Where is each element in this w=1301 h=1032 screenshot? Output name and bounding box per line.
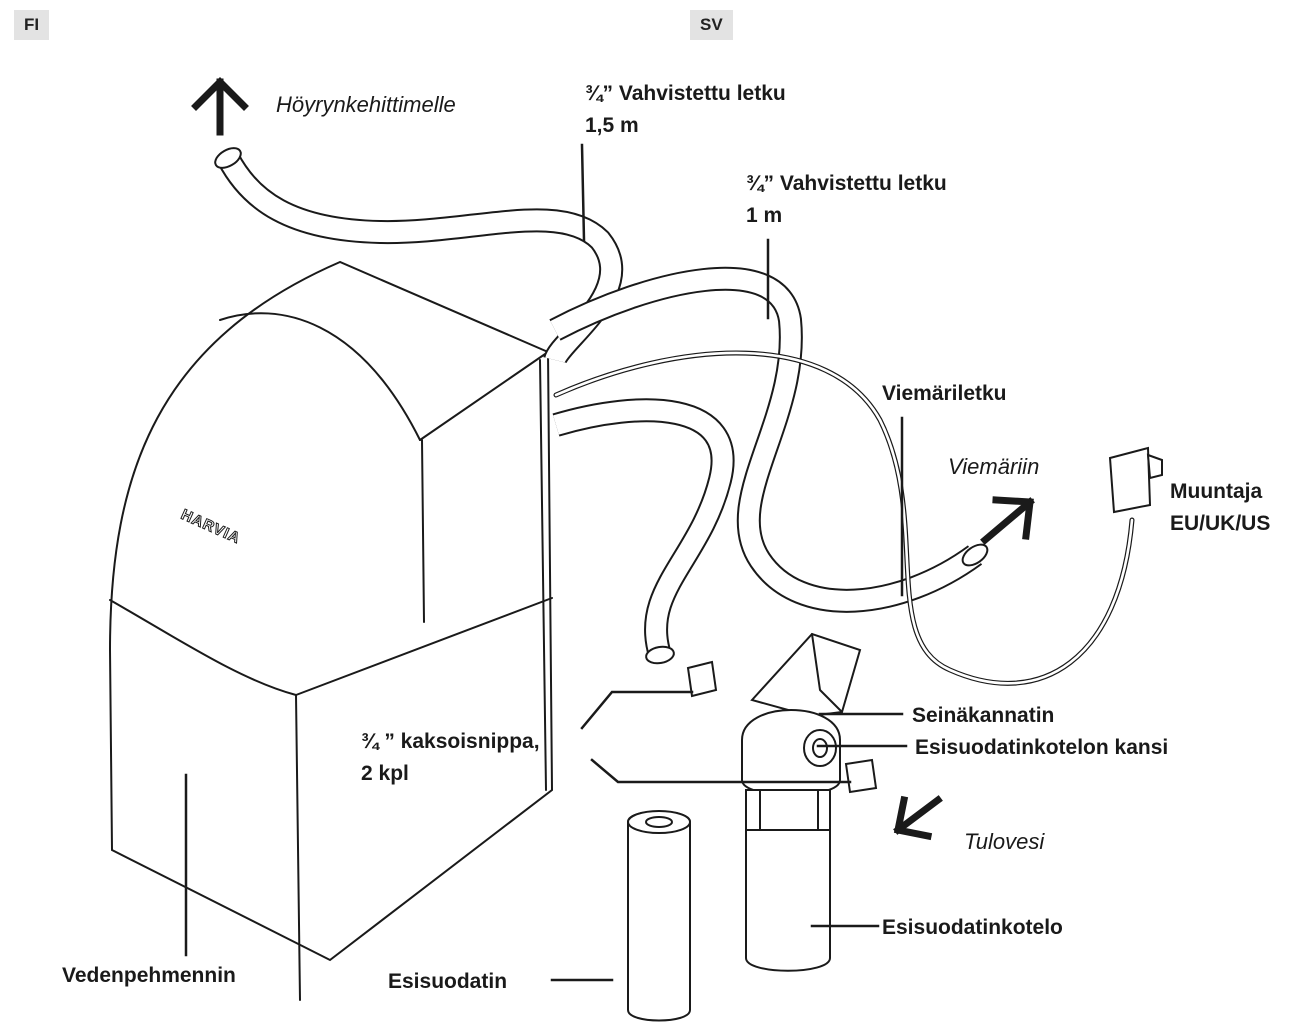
label-hose-reinforced-1-line1: ¾” Vahvistettu letku	[585, 82, 786, 105]
hose-end-top	[214, 147, 242, 169]
hoses	[214, 147, 1135, 686]
double-nipple-bottom	[844, 758, 878, 794]
label-adapter-line2: EU/UK/US	[1170, 512, 1270, 535]
softener-side-edge	[539, 359, 547, 791]
arrow-drain-icon	[980, 496, 1035, 545]
label-water-softener: Vedenpehmennin	[62, 964, 236, 987]
hose-end-front	[645, 645, 675, 665]
label-inlet-water: Tulovesi	[964, 829, 1045, 854]
label-steam-generator: Höyrynkehittimelle	[276, 92, 456, 117]
label-drain-hose: Viemäriletku	[882, 382, 1007, 405]
softener-top-panel	[219, 312, 421, 441]
prefilter-assembly	[627, 632, 878, 1022]
callout-labels: Höyrynkehittimelle ¾” Vahvistettu letku …	[62, 82, 1270, 993]
label-double-nipple-line2: 2 kpl	[361, 762, 409, 785]
softener-front-corner	[295, 694, 301, 1001]
label-hose-reinforced-1-line2: 1,5 m	[585, 114, 639, 137]
label-prefilter: Esisuodatin	[388, 970, 507, 993]
label-adapter-line1: Muuntaja	[1170, 480, 1262, 503]
water-softener-unit: HARVIA	[108, 260, 554, 1001]
label-prefilter-housing: Esisuodatinkotelo	[882, 916, 1063, 939]
double-nipple-top	[686, 660, 718, 698]
softener-lid-seam	[109, 597, 553, 696]
language-tag-sv: SV	[690, 10, 733, 40]
softener-panel-divider	[421, 439, 425, 623]
label-hose-reinforced-2-line2: 1 m	[746, 204, 782, 227]
arrow-up-icon	[191, 77, 249, 136]
leader-lines	[184, 143, 908, 982]
wall-bracket	[750, 632, 862, 718]
softener-front-edge	[419, 351, 549, 441]
direction-arrows	[191, 77, 1035, 841]
leader-nipple-top	[580, 690, 694, 730]
language-tag-fi: FI	[14, 10, 50, 40]
adapter-body	[1108, 446, 1152, 514]
leader-hose-1-5m	[580, 143, 586, 242]
label-double-nipple-line1: ¾ ” kaksoisnippa,	[361, 730, 540, 753]
arrow-inlet-icon	[893, 795, 943, 841]
label-hose-reinforced-2-line1: ¾” Vahvistettu letku	[746, 172, 947, 195]
label-to-drain: Viemäriin	[948, 454, 1039, 479]
softener-body	[108, 260, 554, 962]
leader-nipple-bottom	[590, 758, 852, 784]
prefilter-cartridge	[627, 810, 691, 1022]
filter-housing	[745, 789, 831, 972]
label-prefilter-housing-lid: Esisuodatinkotelon kansi	[915, 736, 1168, 759]
power-adapter	[1108, 446, 1163, 514]
label-wall-bracket: Seinäkannatin	[912, 704, 1054, 727]
hose-end-drain	[961, 543, 989, 567]
adapter-plug	[1146, 453, 1163, 480]
